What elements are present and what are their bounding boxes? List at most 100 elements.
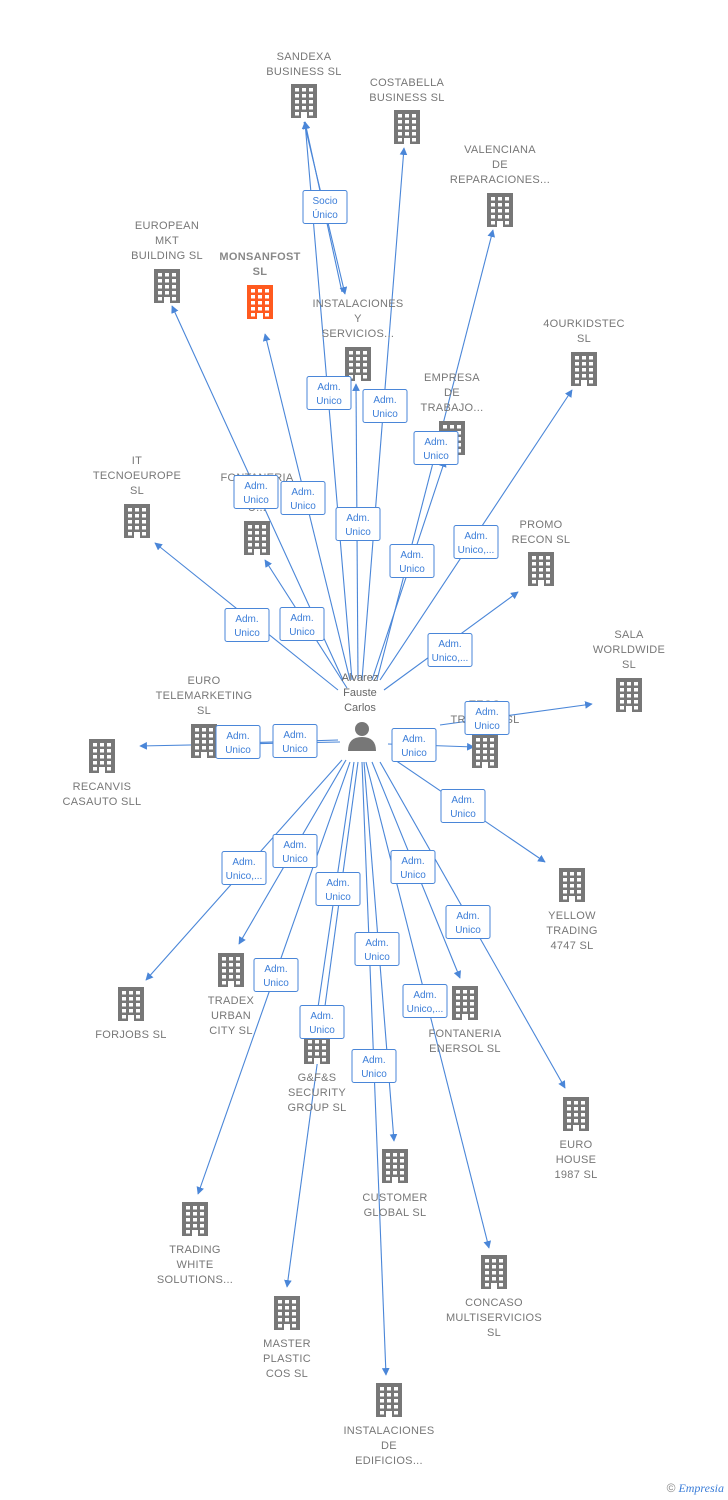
edge-label-sala[interactable]: Adm.Unico xyxy=(464,701,510,735)
edge-label-4ourkidstec[interactable]: Adm.Unico,... xyxy=(453,525,499,559)
edge-label-text: Único xyxy=(312,208,338,221)
edge-label-text: Unico xyxy=(282,854,308,865)
building-icon xyxy=(182,1202,208,1236)
edge-label-forjobs[interactable]: Adm.Unico,... xyxy=(221,851,267,885)
building-icon xyxy=(563,1097,589,1131)
person-name: Carlos xyxy=(344,702,376,714)
edge-label-empresa[interactable]: Adm.Unico xyxy=(389,544,435,578)
edge-label-text: Unico xyxy=(290,501,316,512)
building-icon xyxy=(218,953,244,987)
edge-label-box xyxy=(224,608,270,642)
edge-label-sandexa[interactable]: Adm.Unico xyxy=(306,376,352,410)
company-label: MULTISERVICIOS xyxy=(446,1312,542,1324)
company-label: COS SL xyxy=(266,1368,308,1380)
edge-label-box xyxy=(302,190,348,224)
company-label: TELEMARKETING xyxy=(156,690,253,702)
company-label: PROMO xyxy=(519,519,562,531)
building-icon xyxy=(247,285,273,319)
edge-label-trading-white[interactable]: Adm.Unico xyxy=(253,958,299,992)
building-icon xyxy=(191,724,217,758)
edge-label-recanvis[interactable]: Adm.Unico xyxy=(215,725,261,759)
brand-logo[interactable]: Empresia xyxy=(678,1481,724,1495)
edge-label-instalaciones-edificios[interactable]: Adm.Unico xyxy=(351,1049,397,1083)
edge-label-text: Adm. xyxy=(264,964,287,975)
edge-label-text: Unico,... xyxy=(432,653,469,664)
company-label: WHITE xyxy=(177,1259,214,1271)
edge-label-box xyxy=(272,834,318,868)
building-icon xyxy=(616,678,642,712)
edge-label-euro-house[interactable]: Adm.Unico xyxy=(445,905,491,939)
company-node-valenciana[interactable]: VALENCIANADEREPARACIONES... xyxy=(450,144,550,227)
edge-label-text: Unico xyxy=(316,396,342,407)
edge-label-fontaneria-e[interactable]: Adm.Unico xyxy=(279,607,325,641)
edge-label-euro-telemarketing[interactable]: Adm.Unico xyxy=(272,724,318,758)
edge-label-master-plastic[interactable]: Adm.Unico xyxy=(299,1005,345,1039)
company-label: TECNOEUROPE xyxy=(93,470,181,482)
edge-label-box xyxy=(315,872,361,906)
edge-label-promo-recon[interactable]: Adm.Unico,... xyxy=(427,633,473,667)
company-node-trading-white[interactable]: TRADINGWHITESOLUTIONS... xyxy=(157,1202,233,1286)
company-node-instalaciones-edificios[interactable]: INSTALACIONESDEEDIFICIOS... xyxy=(343,1383,434,1467)
edge-label-text: Adm. xyxy=(244,481,267,492)
edge-label-text: Unico xyxy=(450,809,476,820)
edge-label-it-tecnoeurope[interactable]: Adm.Unico xyxy=(224,608,270,642)
edge-label-monsanfost[interactable]: Adm. Unico xyxy=(280,481,326,515)
company-label: CITY SL xyxy=(209,1025,252,1037)
company-node-instalaciones-servicios[interactable]: INSTALACIONESYSERVICIOS... xyxy=(312,298,403,381)
edge-label-text: Unico xyxy=(401,748,427,759)
edge-label-text: Unico,... xyxy=(226,871,263,882)
edge-label-fontaneria-enersol[interactable]: Adm.Unico xyxy=(390,850,436,884)
edge-label-text: Adm. xyxy=(451,795,474,806)
edge-label-customer[interactable]: Adm.Unico xyxy=(354,932,400,966)
company-label: INSTALACIONES xyxy=(312,298,403,310)
edge-label-concaso[interactable]: Adm.Unico,... xyxy=(402,984,448,1018)
company-label: EURO xyxy=(560,1139,593,1151)
company-label: DE xyxy=(444,387,460,399)
edge-label-text: Adm. xyxy=(235,614,258,625)
edge-label-instalaciones-servicios[interactable]: Adm.Unico xyxy=(335,507,381,541)
edge-label-tradex[interactable]: Adm.Unico xyxy=(272,834,318,868)
edge-label-text: Adm. xyxy=(291,487,314,498)
edge-label-yellow[interactable]: Adm. Unico xyxy=(440,789,486,823)
edge-label-gfs[interactable]: Adm.Unico xyxy=(315,872,361,906)
company-label: SL xyxy=(197,705,211,717)
company-label: BUILDING SL xyxy=(131,250,203,262)
edge-label-tracl[interactable]: Adm.Unico xyxy=(391,728,437,762)
company-label: 4747 SL xyxy=(550,940,593,952)
company-label: URBAN xyxy=(211,1010,251,1022)
company-node-forjobs[interactable]: FORJOBS SL xyxy=(95,987,166,1041)
edge-label-costabella[interactable]: Adm.Unico xyxy=(362,389,408,423)
edge-label-european[interactable]: Adm.Unico xyxy=(233,475,279,509)
building-icon xyxy=(376,1383,402,1417)
edge-label-text: Adm. xyxy=(290,613,313,624)
building-icon xyxy=(487,193,513,227)
edge-label-text: Adm. xyxy=(373,395,396,406)
edge-label-valenciana[interactable]: Adm.Unico xyxy=(413,431,459,465)
edge-label-box xyxy=(413,431,459,465)
edge-label-text: Adm. xyxy=(346,513,369,524)
building-icon xyxy=(345,347,371,381)
company-label: IT xyxy=(132,455,142,467)
company-label: EDIFICIOS... xyxy=(355,1455,423,1467)
edge-label-box xyxy=(362,389,408,423)
